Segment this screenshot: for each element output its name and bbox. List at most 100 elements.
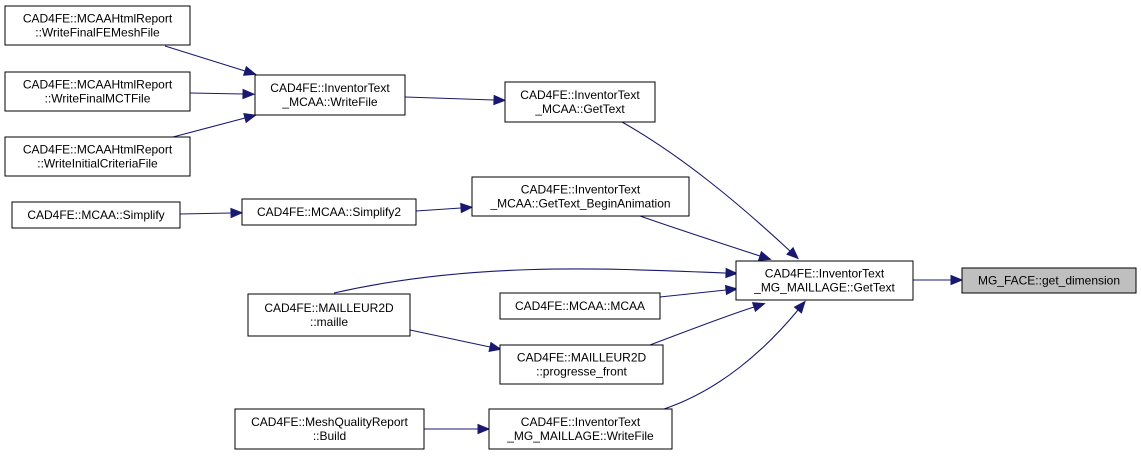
arrowhead-icon bbox=[243, 113, 257, 124]
edge-n1-n5 bbox=[164, 45, 257, 76]
edge-line bbox=[179, 212, 232, 215]
caller-node[interactable]: CAD4FE::MCAA::Simplify bbox=[11, 201, 181, 229]
node-box bbox=[961, 267, 1137, 294]
edge-line bbox=[639, 215, 761, 257]
arrowhead-icon bbox=[242, 65, 257, 76]
edge-n9-n11 bbox=[409, 329, 503, 353]
arrowhead-icon bbox=[757, 250, 772, 261]
node-box[interactable] bbox=[488, 408, 673, 450]
edge-n9-n14 bbox=[333, 267, 739, 294]
edge-line bbox=[621, 121, 791, 252]
arrowhead-icon bbox=[242, 88, 256, 100]
node-label: CAD4FE::MAILLEUR2D bbox=[517, 351, 647, 365]
node-box[interactable] bbox=[4, 136, 191, 177]
edge-line bbox=[189, 92, 244, 95]
node-label: ::Build bbox=[313, 429, 346, 443]
edge-line bbox=[663, 309, 799, 410]
arrowhead-icon bbox=[460, 202, 474, 214]
node-box[interactable] bbox=[241, 198, 417, 226]
caller-node[interactable]: CAD4FE::MCAAHtmlReport::WriteInitialCrit… bbox=[4, 136, 191, 177]
edge-line bbox=[172, 117, 246, 138]
node-label: ::WriteInitialCriteriaFile bbox=[37, 157, 158, 171]
node-box[interactable] bbox=[11, 201, 181, 229]
edge-n14-n15 bbox=[913, 274, 964, 286]
arrowhead-icon bbox=[724, 284, 739, 296]
edge-n6-n8 bbox=[415, 202, 474, 214]
caller-node[interactable]: CAD4FE::InventorText_MCAA::GetText_Begin… bbox=[471, 176, 690, 217]
arrowhead-icon bbox=[793, 300, 806, 314]
node-label: CAD4FE::InventorText bbox=[521, 415, 641, 429]
node-label: ::maille bbox=[310, 315, 348, 329]
caller-node[interactable]: CAD4FE::InventorText_MG_MAILLAGE::GetTex… bbox=[735, 260, 914, 301]
nodes-layer: CAD4FE::MCAAHtmlReport::WriteFinalFEMesh… bbox=[4, 5, 1137, 450]
node-label: _MG_MAILLAGE::GetText bbox=[753, 281, 895, 295]
node-box[interactable] bbox=[499, 292, 661, 320]
node-label: CAD4FE::InventorText bbox=[270, 81, 390, 95]
caller-node[interactable]: CAD4FE::MAILLEUR2D::maille bbox=[247, 293, 411, 337]
arrowhead-icon bbox=[477, 423, 491, 435]
node-box[interactable] bbox=[254, 74, 406, 116]
node-box[interactable] bbox=[735, 260, 914, 301]
arrowhead-icon bbox=[493, 94, 507, 106]
caller-node[interactable]: CAD4FE::InventorText_MCAA::GetText bbox=[504, 81, 656, 123]
edge-line bbox=[649, 306, 755, 346]
node-label: CAD4FE::InventorText bbox=[765, 267, 885, 281]
arrowhead-icon bbox=[786, 246, 800, 260]
edge-n5-n7 bbox=[404, 94, 507, 106]
edge-n3-n5 bbox=[172, 113, 257, 138]
edge-line bbox=[659, 289, 727, 298]
node-label: _MCAA::GetText_BeginAnimation bbox=[489, 197, 670, 211]
edge-n10-n14 bbox=[659, 284, 739, 298]
node-box[interactable] bbox=[247, 293, 411, 337]
arrowhead-icon bbox=[230, 207, 244, 219]
current-function-node: MG_FACE::get_dimension bbox=[961, 267, 1137, 294]
node-label: CAD4FE::MAILLEUR2D bbox=[264, 301, 394, 315]
node-label: CAD4FE::MCAAHtmlReport bbox=[23, 78, 173, 92]
arrowhead-icon bbox=[725, 267, 739, 279]
caller-node[interactable]: CAD4FE::MCAA::Simplify2 bbox=[241, 198, 417, 226]
arrowhead-icon bbox=[950, 274, 964, 286]
node-label: _MCAA::GetText bbox=[534, 102, 625, 116]
node-label: CAD4FE::MCAAHtmlReport bbox=[23, 143, 173, 157]
edge-line bbox=[415, 207, 462, 212]
edge-line bbox=[164, 45, 246, 72]
edge-line bbox=[409, 329, 491, 348]
node-label: CAD4FE::MCAA::Simplify bbox=[27, 208, 164, 222]
arrowhead-icon bbox=[751, 302, 766, 313]
caller-node[interactable]: CAD4FE::MCAAHtmlReport::WriteFinalFEMesh… bbox=[4, 5, 191, 46]
node-label: MG_FACE::get_dimension bbox=[978, 274, 1120, 288]
caller-node[interactable]: CAD4FE::InventorText_MCAA::WriteFile bbox=[254, 74, 406, 116]
node-label: CAD4FE::MeshQualityReport bbox=[251, 415, 408, 429]
node-label: CAD4FE::MCAA::MCAA bbox=[515, 299, 645, 313]
caller-node[interactable]: CAD4FE::MCAAHtmlReport::WriteFinalMCTFil… bbox=[4, 71, 191, 112]
node-box[interactable] bbox=[504, 81, 656, 123]
edge-n4-n6 bbox=[179, 207, 244, 219]
caller-node[interactable]: CAD4FE::MAILLEUR2D::progresse_front bbox=[499, 344, 664, 385]
node-label: ::WriteFinalFEMeshFile bbox=[35, 26, 160, 40]
node-label: ::progresse_front bbox=[536, 365, 627, 379]
node-label: CAD4FE::MCAA::Simplify2 bbox=[257, 205, 401, 219]
arrowhead-icon bbox=[488, 341, 503, 353]
node-box[interactable] bbox=[499, 344, 664, 385]
node-box[interactable] bbox=[234, 408, 425, 450]
edge-line bbox=[404, 96, 495, 101]
edges-layer bbox=[164, 45, 964, 435]
node-box[interactable] bbox=[4, 71, 191, 112]
caller-node[interactable]: CAD4FE::InventorText_MG_MAILLAGE::WriteF… bbox=[488, 408, 673, 450]
edge-n11-n14 bbox=[649, 302, 766, 346]
node-label: ::WriteFinalMCTFile bbox=[45, 92, 151, 106]
edge-n2-n5 bbox=[189, 88, 256, 100]
node-box[interactable] bbox=[4, 5, 191, 46]
node-label: CAD4FE::MCAAHtmlReport bbox=[23, 12, 173, 26]
edge-n8-n14 bbox=[639, 215, 772, 261]
edge-n13-n14 bbox=[663, 300, 806, 410]
edge-line bbox=[333, 268, 727, 294]
caller-node[interactable]: CAD4FE::MeshQualityReport::Build bbox=[234, 408, 425, 450]
node-label: CAD4FE::InventorText bbox=[521, 183, 641, 197]
caller-node[interactable]: CAD4FE::MCAA::MCAA bbox=[499, 292, 661, 320]
edge-n7-n14 bbox=[621, 121, 800, 260]
edge-n12-n13 bbox=[424, 423, 491, 435]
node-label: _MG_MAILLAGE::WriteFile bbox=[506, 429, 654, 443]
node-box[interactable] bbox=[471, 176, 690, 217]
